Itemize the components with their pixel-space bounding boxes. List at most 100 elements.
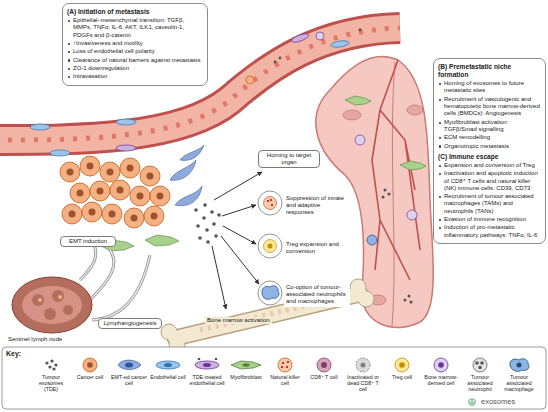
legend-text: Treg cell <box>383 374 421 380</box>
tumour <box>180 145 204 160</box>
lymph-node <box>22 286 82 324</box>
bullet-dot <box>68 59 70 61</box>
legend-icon-part <box>321 362 327 368</box>
tumour <box>150 186 170 206</box>
tumour <box>120 158 140 178</box>
watermark-icon <box>473 400 475 402</box>
node-text: Treg expansion and conversion <box>286 241 348 255</box>
exosome-cluster <box>210 210 214 214</box>
legend-icon <box>32 355 70 374</box>
label-box: EMT induction <box>60 236 116 247</box>
legend-icon-part <box>356 358 370 372</box>
blood-vessel <box>274 61 277 64</box>
key-box <box>2 347 546 409</box>
lymph-node <box>38 298 42 302</box>
lymph-node <box>63 305 73 315</box>
cell-circle <box>270 199 272 201</box>
legend-text: CD8⁺ T cell <box>305 374 343 380</box>
lung <box>404 299 407 302</box>
blood-vessel <box>116 145 136 151</box>
legend-icon <box>383 355 421 374</box>
tumour <box>109 211 116 218</box>
cell-circle <box>267 200 269 202</box>
tumour <box>107 169 114 176</box>
bullet-dot <box>439 145 441 147</box>
legend-icon-part <box>478 366 482 370</box>
legend-icon-part <box>281 366 283 368</box>
legend-icon <box>71 355 109 374</box>
blood-vessel <box>116 119 136 125</box>
bullet-text: Clearance of natural barriers against me… <box>73 57 200 63</box>
legend-icon-part <box>278 358 292 372</box>
legend-icon-part <box>473 358 487 372</box>
bone <box>161 279 374 353</box>
tumour <box>102 204 122 224</box>
bullet-row: Inactivation and apoptotic induction of … <box>438 170 541 192</box>
lung <box>345 96 371 105</box>
tumour <box>77 190 84 197</box>
legend-icon <box>500 355 538 374</box>
bullet-text: ECM remodelling <box>444 134 490 140</box>
bullet-dot <box>68 20 70 22</box>
tumour <box>67 169 74 176</box>
exosome-cluster <box>203 203 207 207</box>
lung <box>355 135 365 145</box>
tumour <box>60 162 80 182</box>
exosome-cluster <box>198 236 202 240</box>
legend-icon-part <box>125 363 133 368</box>
legend-text: Tumour associated macrophage <box>500 374 538 393</box>
legend-icon-part <box>475 361 479 365</box>
legend-icon-part <box>517 363 522 368</box>
legend-item: Cancer cell <box>71 355 109 380</box>
bullet-text: Loss of endothelial cell polarity <box>73 48 155 54</box>
key-box <box>2 347 546 409</box>
legend-icon-part <box>282 362 284 364</box>
cell-circle <box>264 240 277 253</box>
bullet-text: Inactivation and apoptotic induction of … <box>444 170 538 191</box>
legend-item: CD8⁺ T cell <box>305 355 343 380</box>
bullet-dot <box>439 196 441 198</box>
lung <box>407 105 423 115</box>
legend-icon-part <box>286 366 288 368</box>
tumour <box>170 160 196 180</box>
legend-text: Bone marrow-derived cell <box>422 374 460 386</box>
bullet-dot <box>439 99 441 101</box>
legend-icon-part <box>54 363 57 366</box>
legend-item: Endothelial cell <box>149 355 187 380</box>
legend-item: Tumour associated neutrophil <box>461 355 499 393</box>
bullet-row: ZO-1 downregulation <box>67 65 203 72</box>
legend-item: Natural killer cell <box>266 355 304 386</box>
bullet-row: Evasion of immune recognition <box>438 216 541 223</box>
legend-icon-part <box>48 365 51 368</box>
node-text: EMT induction <box>64 238 112 245</box>
bullet-dot <box>439 165 441 167</box>
exosome-cluster <box>212 222 216 226</box>
tumour <box>117 187 124 194</box>
tumour <box>175 186 202 206</box>
legend-icon-part <box>203 363 211 367</box>
watermark-icon <box>468 398 476 406</box>
bullet-text: Evasion of immune recognition <box>444 216 526 222</box>
bullet-text: Recruitment of vasculogenic and hematopo… <box>444 96 540 117</box>
watermark-icon <box>470 400 472 402</box>
legend-text: Tumour exosomes (TDE) <box>32 374 70 393</box>
exosome-cluster <box>205 228 209 232</box>
exosome-cluster <box>217 213 221 217</box>
legend-icon-part <box>83 358 97 372</box>
bullet-dot <box>439 137 441 139</box>
bullet-row: Clearance of natural barriers against me… <box>67 57 203 64</box>
blood-vessel <box>30 124 50 130</box>
blood-vessel <box>50 150 70 156</box>
legend-icon-part <box>395 358 409 372</box>
cell-circle <box>262 286 279 300</box>
legend-item: Tumour exosomes (TDE) <box>32 355 70 393</box>
bullet-text: Recruitment of tumour associated macroph… <box>444 193 534 214</box>
arrow <box>214 172 262 200</box>
lung <box>343 110 361 120</box>
bullet-row: Induction of pro-metastatic inflammatory… <box>438 224 541 239</box>
legend-icon-part <box>87 362 93 368</box>
cell-circle <box>271 204 273 206</box>
lung <box>400 161 426 170</box>
bullet-text: ↑Invasiveness and motility <box>73 40 143 46</box>
tumour <box>137 193 144 200</box>
